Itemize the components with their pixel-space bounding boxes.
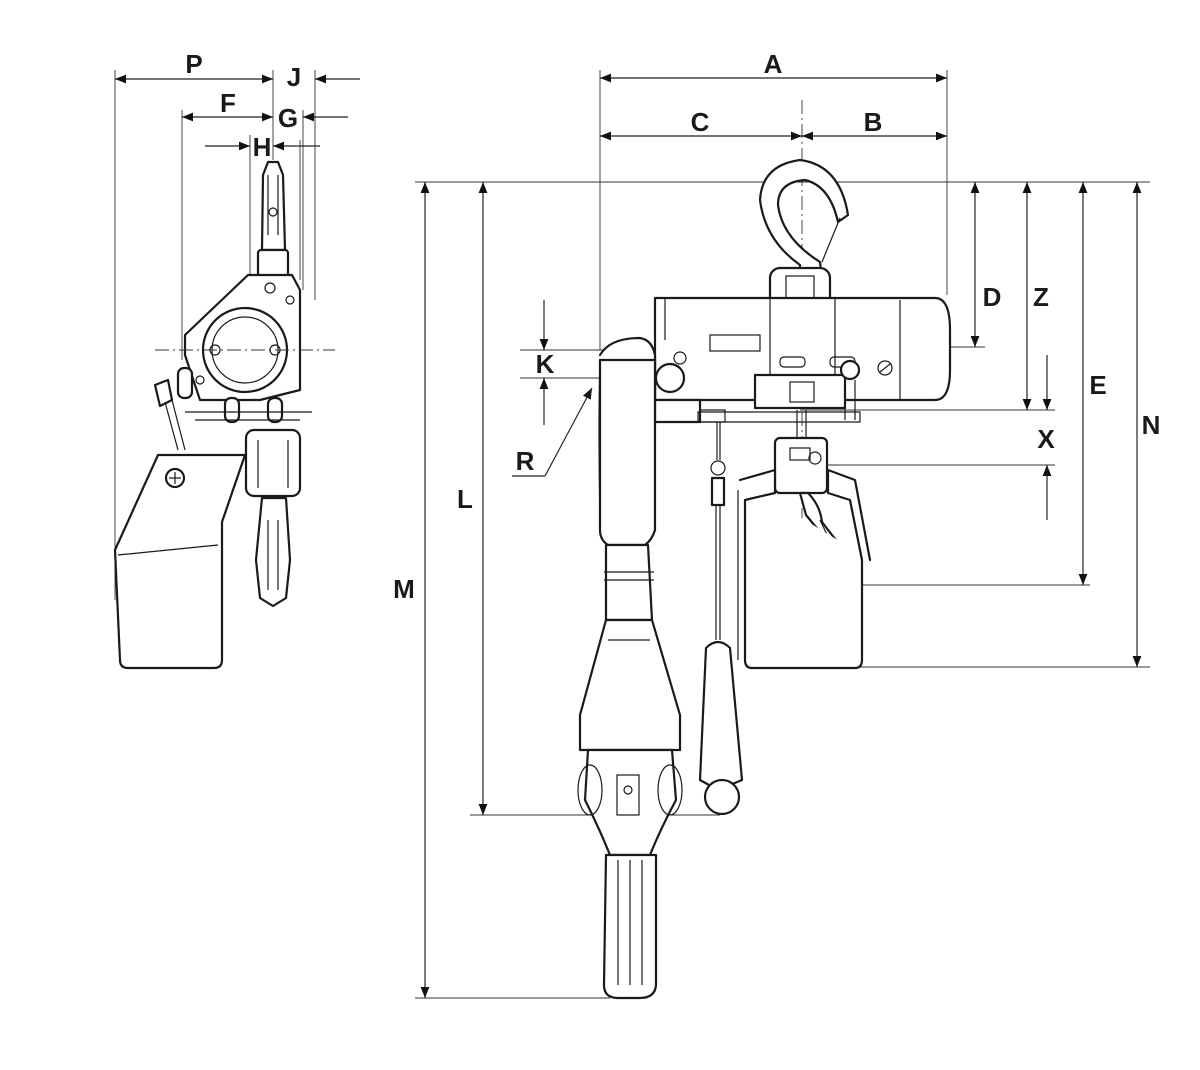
side-view	[113, 70, 360, 670]
label-G: G	[278, 103, 298, 133]
front-dimension-lines	[420, 73, 1142, 998]
label-E: E	[1089, 370, 1106, 400]
dimension-labels: P J F G H A C B D Z E N X K R L M	[185, 49, 1160, 604]
front-top-hook	[758, 158, 850, 314]
front-view	[415, 70, 1150, 1000]
label-L: L	[457, 484, 473, 514]
label-Z: Z	[1033, 282, 1049, 312]
side-housing	[155, 273, 335, 402]
label-D: D	[983, 282, 1002, 312]
label-B: B	[864, 107, 883, 137]
side-chain-bag	[113, 453, 247, 670]
label-J: J	[287, 62, 301, 92]
label-H: H	[253, 132, 272, 162]
label-F: F	[220, 88, 236, 118]
side-view-dimensions	[114, 70, 360, 600]
label-M: M	[393, 574, 415, 604]
label-C: C	[691, 107, 710, 137]
label-R: R	[516, 446, 535, 476]
front-chain-bag	[737, 468, 872, 670]
front-motor-body	[653, 296, 952, 420]
front-pendant-control	[698, 422, 744, 816]
side-lower-parts	[153, 366, 312, 608]
label-A: A	[764, 49, 783, 79]
label-X: X	[1037, 424, 1055, 454]
label-N: N	[1142, 410, 1161, 440]
front-control-arm	[577, 336, 861, 1000]
label-K: K	[536, 349, 555, 379]
side-top-hook	[256, 160, 290, 278]
label-P: P	[185, 49, 202, 79]
